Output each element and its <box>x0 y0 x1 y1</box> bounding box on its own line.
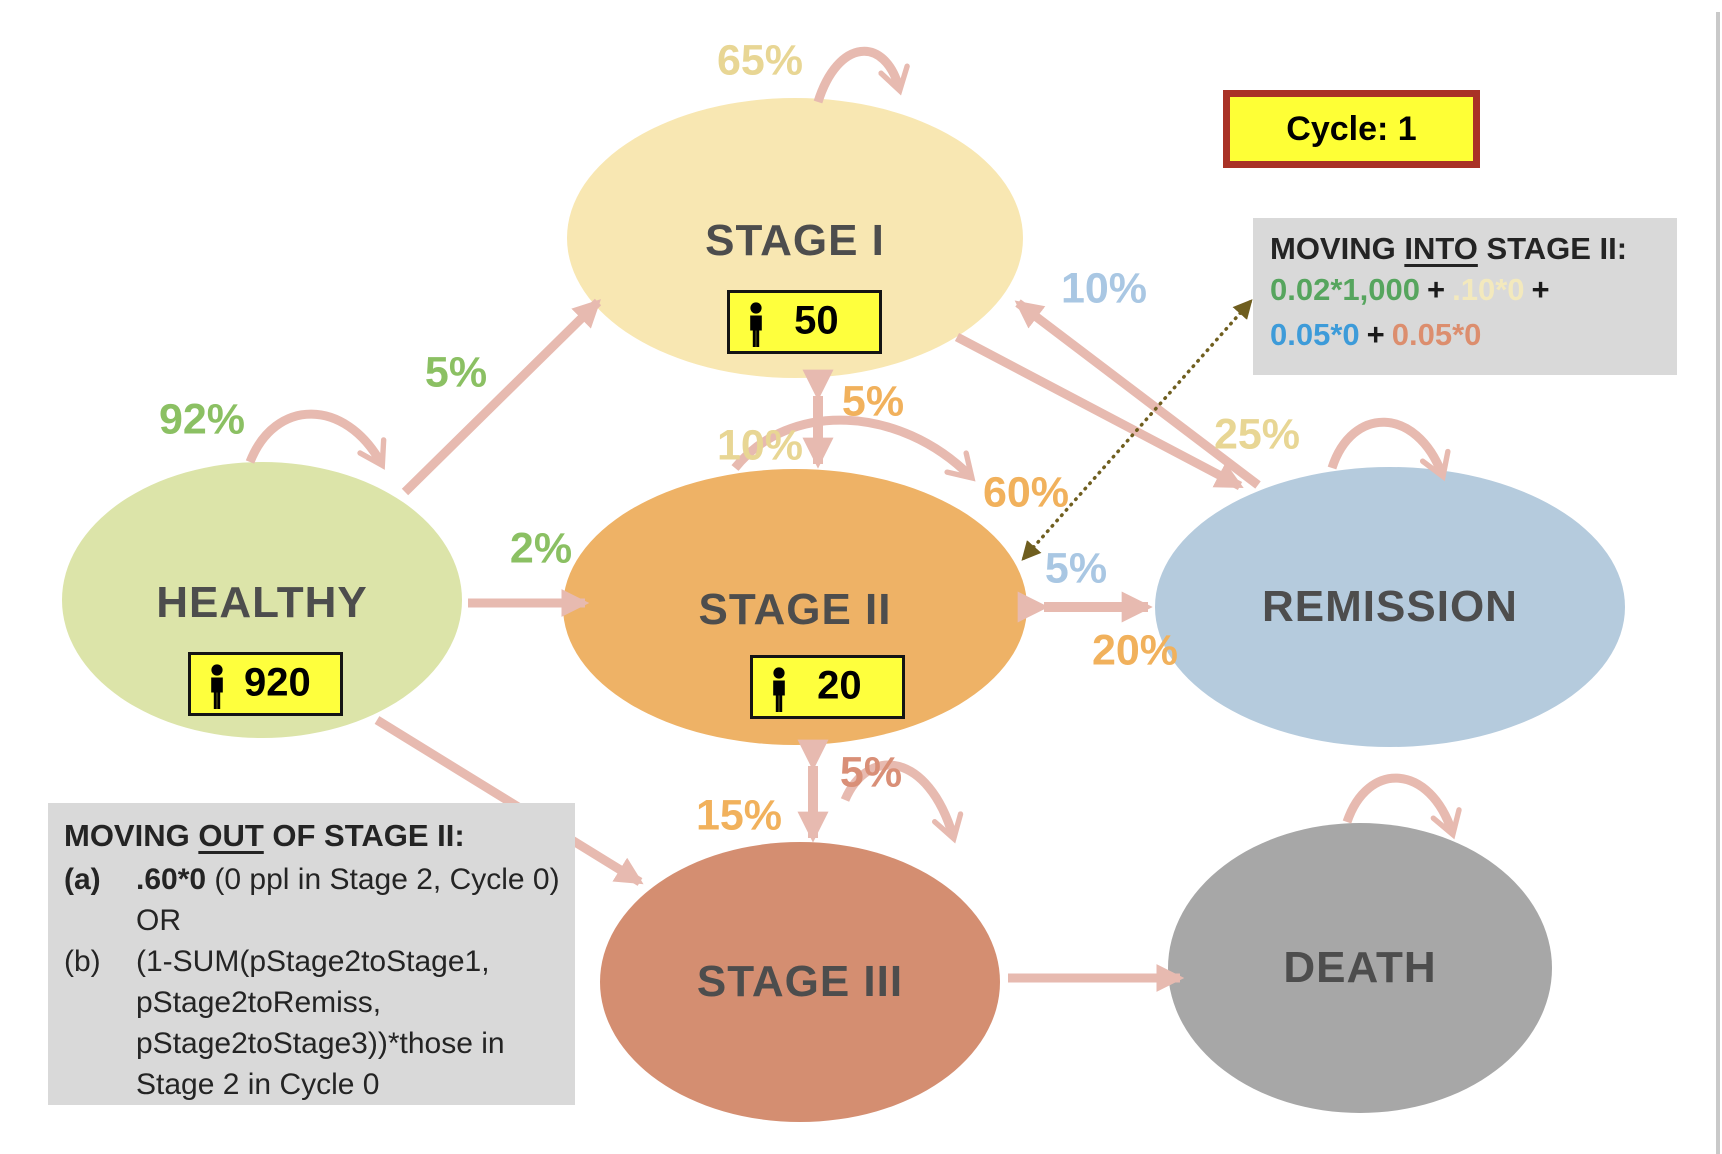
term-from-healthy: 0.02*1,000 <box>1270 272 1420 307</box>
node-healthy-label: HEALTHY <box>156 577 368 627</box>
moving-into-stage2-box: MOVING INTO STAGE II: 0.02*1,000+.10*0+ … <box>1253 218 1677 375</box>
node-death-label: DEATH <box>1283 943 1437 992</box>
pct-stage3-to-stage2: 5% <box>839 748 903 797</box>
person-icon <box>211 664 223 709</box>
moving-out-item-a-or: OR <box>136 904 181 937</box>
term-from-stage1: .10*0 <box>1452 272 1525 307</box>
moving-out-stage2-box: MOVING OUT OF STAGE II: (a) .60*0 (0 ppl… <box>48 803 575 1105</box>
window-edge-line <box>1716 12 1720 1154</box>
moving-out-title: MOVING OUT OF STAGE II: <box>64 818 465 853</box>
pct-stage2-to-stage3: 15% <box>695 791 783 840</box>
cycle-counter-label: Cycle: 1 <box>1286 109 1417 148</box>
node-remission-label: REMISSION <box>1262 582 1518 631</box>
node-death: DEATH <box>1168 823 1552 1113</box>
person-icon <box>773 667 785 712</box>
moving-into-title: MOVING INTO STAGE II: <box>1270 231 1628 266</box>
moving-out-item-b-line2: pStage2toRemiss, <box>136 986 382 1019</box>
pct-stage1-self: 65% <box>716 36 804 85</box>
moving-out-item-b-line4: Stage 2 in Cycle 0 <box>136 1068 380 1101</box>
node-stage3: STAGE III <box>600 842 1000 1122</box>
node-stage1-label: STAGE I <box>705 215 885 265</box>
stage2-count: 20 <box>817 663 862 708</box>
pct-healthy-to-stage2: 2% <box>509 524 573 573</box>
stage2-count-box: 20 <box>750 655 905 719</box>
stage1-count: 50 <box>794 298 839 343</box>
pct-stage2-to-remission: 20% <box>1091 626 1179 675</box>
self-loop-healthy <box>245 409 387 470</box>
pct-stage1-to-stage2: 10% <box>716 421 804 470</box>
node-stage2-label: STAGE II <box>698 584 892 634</box>
moving-into-formula-line2: 0.05*0+0.05*0 <box>1270 317 1482 352</box>
moving-out-item-a: (a) .60*0 (0 ppl in Stage 2, Cycle 0) <box>64 863 560 896</box>
person-icon <box>750 302 762 347</box>
moving-out-item-b: (b) (1-SUM(pStage2toStage1, <box>64 945 490 978</box>
pct-stage2-self: 60% <box>982 468 1070 517</box>
term-from-remission: 0.05*0 <box>1270 317 1360 352</box>
term-from-stage3: 0.05*0 <box>1391 317 1482 352</box>
pct-healthy-self: 92% <box>158 395 246 444</box>
healthy-count: 920 <box>244 660 311 705</box>
node-remission: REMISSION <box>1155 467 1625 747</box>
healthy-count-box: 920 <box>188 652 343 716</box>
node-stage3-label: STAGE III <box>696 957 904 1006</box>
stage1-count-box: 50 <box>727 290 882 354</box>
arrow-stage1-to-remission <box>954 333 1244 490</box>
moving-into-formula-line1: 0.02*1,000+.10*0+ <box>1270 272 1550 307</box>
pct-stage2-to-stage1: 5% <box>841 377 905 426</box>
pct-healthy-to-stage1: 5% <box>424 348 488 397</box>
pct-remission-to-stage1: 10% <box>1060 264 1148 313</box>
moving-out-item-b-line3: pStage2toStage3))*those in <box>136 1027 505 1060</box>
pct-remission-to-stage2: 5% <box>1044 544 1108 593</box>
pct-remission-self: 25% <box>1213 410 1301 459</box>
self-loop-stage1 <box>813 46 910 104</box>
cycle-counter-box: Cycle: 1 <box>1223 90 1480 168</box>
